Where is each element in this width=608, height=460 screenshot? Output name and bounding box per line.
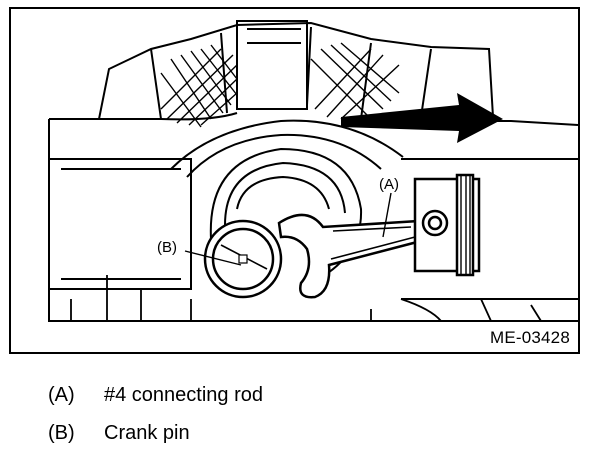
legend-text: Crank pin bbox=[104, 422, 190, 444]
leader-b bbox=[184, 250, 242, 266]
crank-pin bbox=[203, 219, 283, 299]
callout-a: (A) bbox=[379, 176, 399, 193]
intake-runner-hatching bbox=[160, 42, 400, 128]
legend-key: (A) bbox=[48, 384, 75, 406]
piston bbox=[413, 173, 481, 277]
engine-illustration: (A) (B) bbox=[48, 20, 578, 322]
callout-b: (B) bbox=[157, 239, 177, 256]
connecting-rod bbox=[277, 213, 423, 299]
figure-id-label: ME-03428 bbox=[487, 328, 572, 348]
leader-a bbox=[382, 192, 392, 238]
callout-leaders bbox=[184, 192, 392, 266]
legend-text: #4 connecting rod bbox=[104, 384, 264, 406]
crankcase-lower bbox=[70, 275, 542, 322]
cylinder-block bbox=[48, 112, 578, 322]
figure-frame: (A) (B) ME-03428 bbox=[9, 7, 580, 354]
legend-key: (B) bbox=[48, 422, 75, 444]
cylinder-head-upper bbox=[98, 20, 494, 120]
